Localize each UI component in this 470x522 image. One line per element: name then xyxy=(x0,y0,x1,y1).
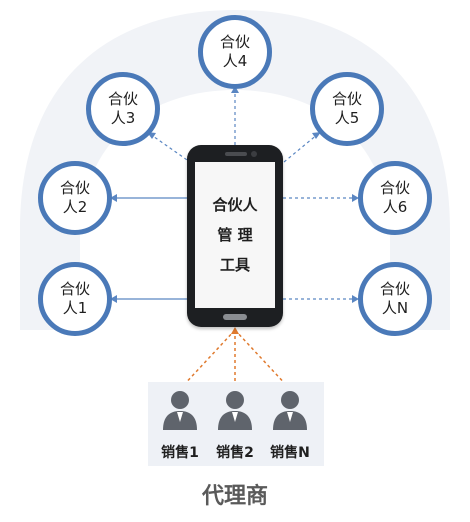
connector-partner-5 xyxy=(283,133,319,163)
partner-node-line1: 合伙 xyxy=(59,280,90,298)
agent-label: 代理商 xyxy=(201,484,268,509)
connector-partner-3 xyxy=(149,133,191,163)
partner-node-line2: 人N xyxy=(381,299,409,317)
partner-node-line2: 人4 xyxy=(222,52,248,70)
phone-device: 合伙人 管 理 工具 xyxy=(187,145,283,327)
partner-node-2: 合伙 人2 xyxy=(38,161,112,235)
phone-title-line3: 工具 xyxy=(219,256,250,274)
partner-node-4: 合伙 人4 xyxy=(198,15,272,89)
person-icon xyxy=(273,391,307,430)
partner-node-line1: 合伙 xyxy=(59,179,90,197)
home-button xyxy=(223,314,247,320)
partner-node-line1: 合伙 xyxy=(379,280,410,298)
partner-node-line2: 人5 xyxy=(334,109,360,127)
partner-node-line2: 人6 xyxy=(382,198,408,216)
sales-label-n: 销售N xyxy=(270,445,310,461)
person-icon xyxy=(163,391,197,430)
arrow-partner-2 xyxy=(110,194,117,202)
partner-node-line2: 人2 xyxy=(62,198,88,216)
person-icon xyxy=(218,391,252,430)
partner-node-1: 合伙 人1 xyxy=(38,262,112,336)
sales-label-2: 销售2 xyxy=(216,445,254,461)
phone-title-line2: 管 理 xyxy=(217,226,253,244)
arrow-partner-6 xyxy=(352,194,359,202)
partner-node-line2: 人1 xyxy=(62,299,88,317)
phone-title-line1: 合伙人 xyxy=(212,196,258,214)
sales-label-1: 销售1 xyxy=(161,445,199,461)
connector-sales-1 xyxy=(180,329,236,389)
partner-node-n: 合伙 人N xyxy=(358,262,432,336)
partner-node-line1: 合伙 xyxy=(219,33,250,51)
partner-node-line2: 人3 xyxy=(110,109,136,127)
arrow-partner-1 xyxy=(110,295,117,303)
partner-node-3: 合伙 人3 xyxy=(86,72,160,146)
arrow-partner-4 xyxy=(231,86,239,93)
phone-speaker xyxy=(225,152,247,156)
partner-node-line1: 合伙 xyxy=(331,90,362,108)
camera-icon xyxy=(251,151,257,157)
partner-node-line1: 合伙 xyxy=(379,179,410,197)
connector-sales-n xyxy=(234,329,290,389)
partner-node-line1: 合伙 xyxy=(107,90,138,108)
partner-node-5: 合伙 人5 xyxy=(310,72,384,146)
arrow-phone-source xyxy=(231,327,239,334)
arrow-partner-n xyxy=(352,295,359,303)
partner-node-6: 合伙 人6 xyxy=(358,161,432,235)
phone-screen: 合伙人 管 理 工具 xyxy=(195,162,275,308)
